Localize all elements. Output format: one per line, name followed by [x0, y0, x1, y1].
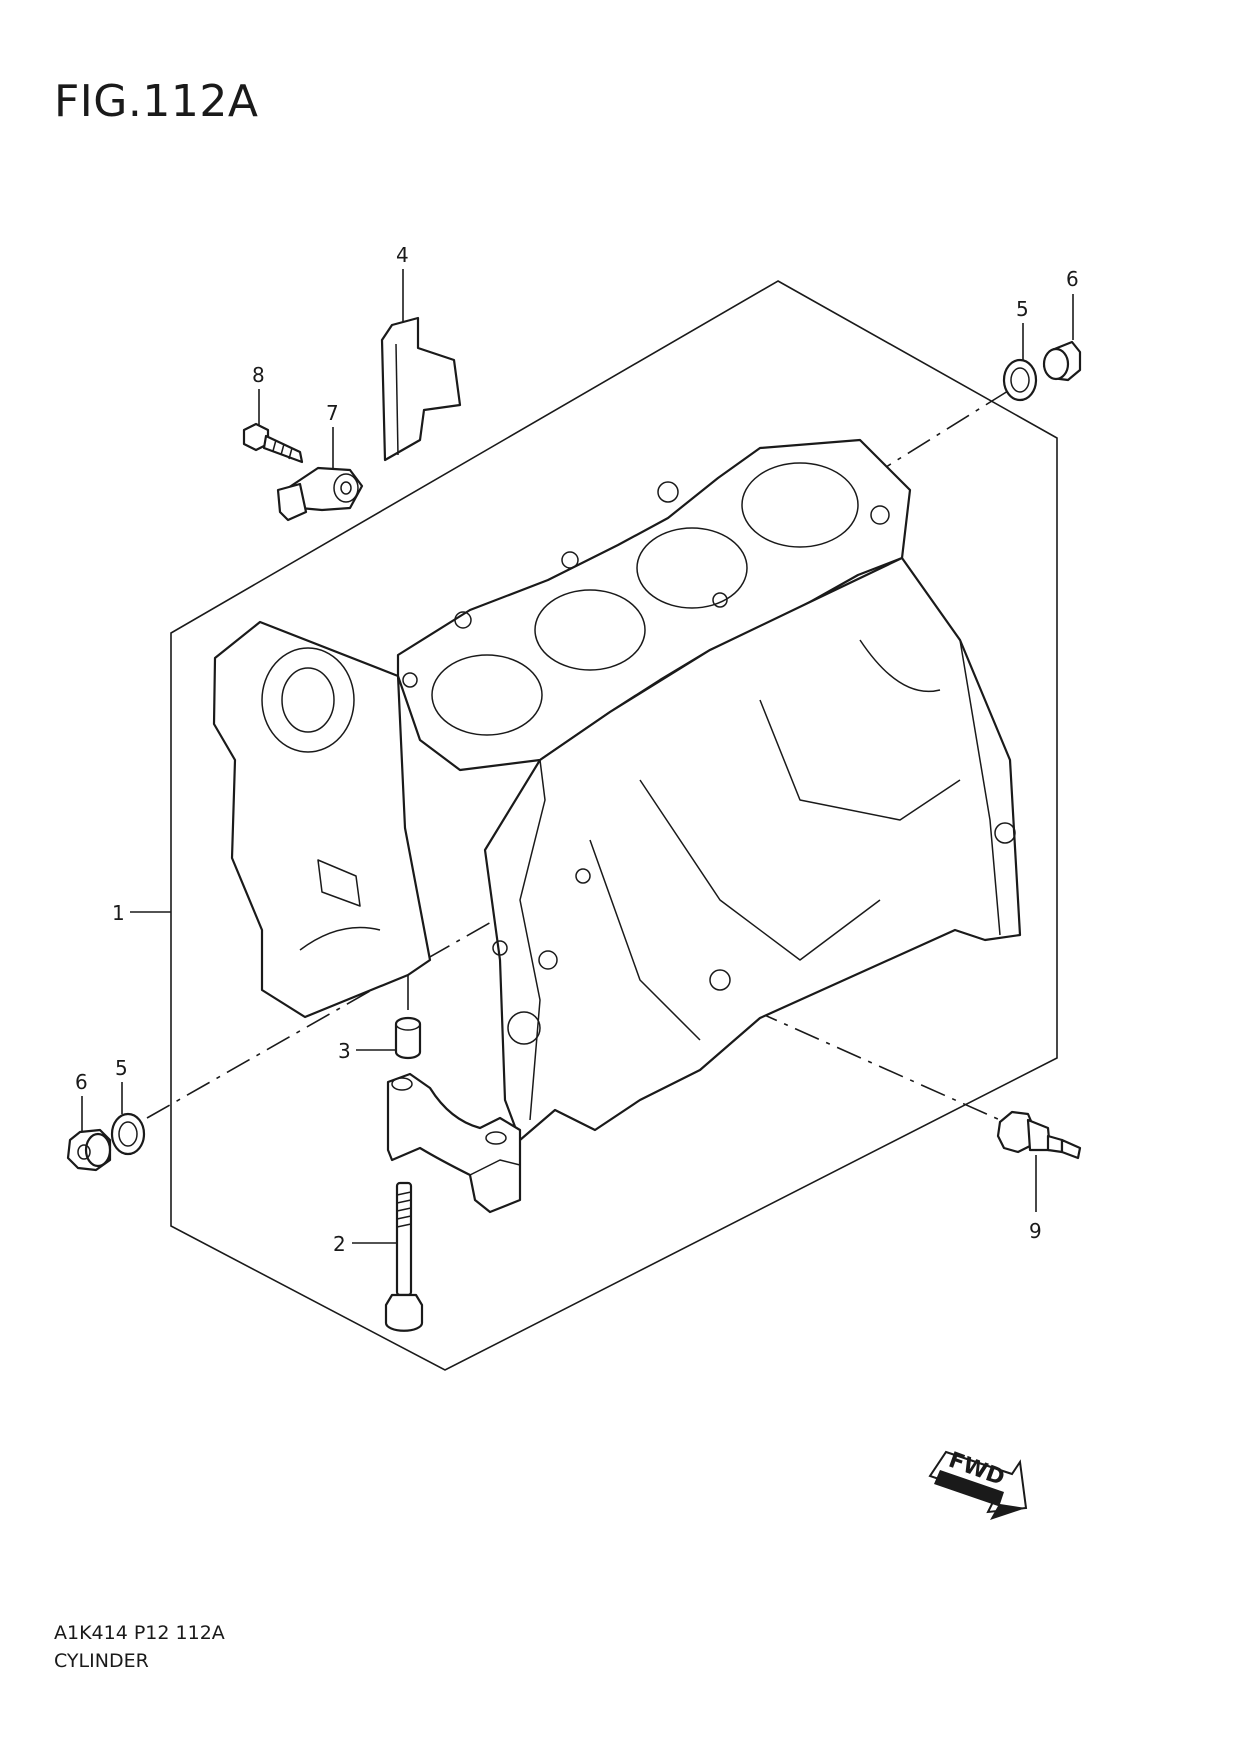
callout-6-left: 6	[75, 1070, 88, 1094]
cylinder-bore-1	[431, 654, 543, 736]
cylinder-bore-2	[534, 589, 646, 671]
knock-sensor	[276, 466, 364, 522]
drain-plug-left	[66, 1128, 112, 1172]
drain-plug-top	[1042, 340, 1082, 382]
callout-7: 7	[326, 401, 339, 425]
callout-3: 3	[338, 1039, 351, 1063]
leader-dashdot-plug-top	[885, 390, 1009, 468]
diagram-name: CYLINDER	[54, 1650, 149, 1672]
callout-2: 2	[333, 1232, 346, 1256]
callout-6-top: 6	[1066, 267, 1079, 291]
oil-pressure-switch	[996, 1110, 1082, 1160]
callout-5-top: 5	[1016, 297, 1029, 321]
callout-4: 4	[396, 243, 409, 267]
block-shield-plate	[380, 316, 462, 462]
bearing-cap-bolt	[384, 1181, 424, 1332]
bearing-cap	[386, 1072, 522, 1214]
dowel-pin	[394, 975, 422, 1060]
callout-1: 1	[112, 901, 125, 925]
gasket-left	[110, 1112, 146, 1156]
knock-sensor-bolt	[242, 422, 304, 464]
fwd-arrow-icon: FWD	[928, 1448, 1028, 1520]
figure-title: FIG.112A	[54, 76, 259, 127]
diagram-code: A1K414 P12 112A	[54, 1622, 225, 1644]
block-side-body	[483, 556, 1022, 1142]
block-end-face	[212, 620, 432, 1019]
timing-bore	[261, 647, 355, 753]
leader-dashdot-plug-left	[146, 916, 501, 1119]
callout-5-left: 5	[115, 1056, 128, 1080]
callout-9: 9	[1029, 1219, 1042, 1243]
cylinder-bore-3	[636, 527, 748, 609]
gasket-top	[1002, 358, 1038, 402]
leader-dashdot-sensor	[584, 934, 1001, 1121]
callout-8: 8	[252, 363, 265, 387]
cylinder-bore-4	[741, 462, 859, 548]
assembly-boundary	[170, 280, 1058, 1371]
cylinder-block	[212, 438, 1022, 1142]
